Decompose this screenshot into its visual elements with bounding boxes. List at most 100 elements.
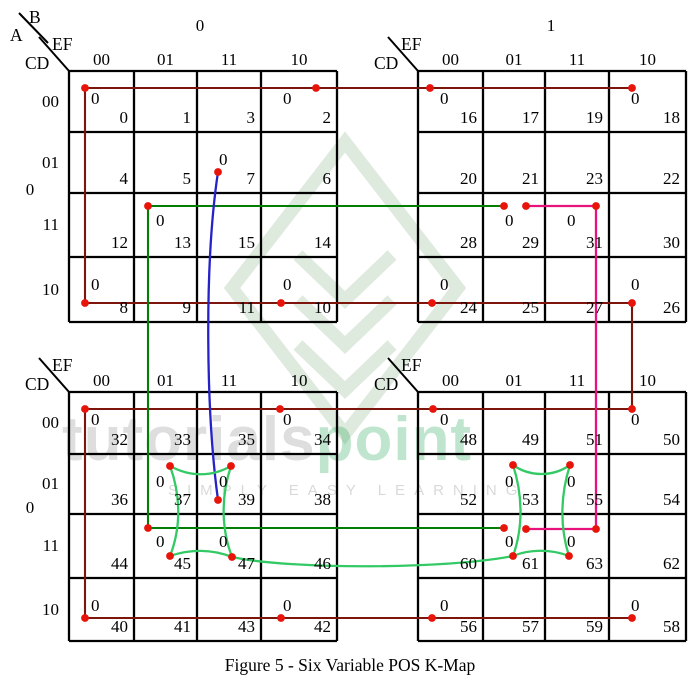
cell-55-index: 55: [586, 490, 603, 509]
col-header-10: 10: [639, 371, 656, 390]
cell-marker-dot: [144, 202, 152, 210]
col-header-00: 00: [93, 371, 110, 390]
cell-58-zero: 0: [631, 596, 640, 615]
col-header-11: 11: [220, 50, 238, 69]
cell-26-index: 26: [663, 298, 680, 317]
cell-2-zero: 0: [283, 89, 292, 108]
col-header-01: 01: [157, 371, 174, 390]
cell-32-zero: 0: [91, 410, 100, 429]
cell-45-zero: 0: [156, 532, 165, 551]
cell-18-zero: 0: [631, 89, 640, 108]
cell-9-index: 9: [182, 298, 192, 317]
cell-50-zero: 0: [631, 410, 640, 429]
cell-19-index: 19: [586, 108, 603, 127]
watermark-text-green: point: [315, 405, 473, 474]
cell-63-zero: 0: [567, 532, 576, 551]
col-header-11: 11: [220, 371, 238, 390]
cell-61-index: 61: [522, 554, 539, 573]
cell-31-zero: 0: [567, 211, 576, 230]
cell-10-index: 10: [314, 298, 331, 317]
row-header-10: 10: [42, 599, 59, 619]
ef-label: EF: [52, 355, 73, 375]
cell-10-zero: 0: [283, 275, 292, 294]
col-header-01: 01: [505, 50, 523, 69]
group-label-a-bottom: 0: [25, 498, 35, 517]
cell-56-zero: 0: [440, 596, 449, 615]
cell-53-zero: 0: [505, 472, 514, 491]
col-header-00: 00: [442, 371, 459, 390]
cell-47-zero: 0: [219, 532, 228, 551]
cell-marker-dot: [628, 84, 636, 92]
cell-marker-dot: [227, 462, 235, 470]
cell-58-index: 58: [663, 617, 680, 636]
figure-caption: Figure 5 - Six Variable POS K-Map: [224, 655, 476, 675]
cell-26-zero: 0: [631, 275, 640, 294]
cell-33-index: 33: [174, 430, 191, 449]
cell-61-zero: 0: [505, 532, 514, 551]
watermark-text-gray: tutorials: [62, 405, 316, 474]
watermark-text: tutorialspoint: [62, 404, 472, 475]
cell-marker-dot: [565, 552, 573, 560]
cell-28-index: 28: [460, 233, 477, 252]
cell-14-index: 14: [314, 233, 331, 252]
row-header-10: 10: [42, 279, 59, 299]
cell-29-index: 29: [522, 233, 539, 252]
cell-27-index: 27: [586, 298, 603, 317]
cell-marker-dot: [500, 524, 508, 532]
cell-39-zero: 0: [219, 472, 228, 491]
cell-marker-dot: [276, 405, 284, 413]
cell-60-index: 60: [460, 554, 477, 573]
cell-30-index: 30: [663, 233, 680, 252]
cell-marker-dot: [166, 552, 174, 560]
cell-45-index: 45: [174, 554, 191, 573]
cell-47-index: 47: [238, 554, 255, 573]
cd-label: CD: [374, 374, 399, 394]
group-label-b0: 0: [195, 16, 205, 35]
group-path-pink: [524, 204, 598, 531]
cell-24-index: 24: [460, 298, 477, 317]
cell-marker-dot: [428, 614, 436, 622]
cell-31-index: 31: [586, 233, 603, 252]
cell-42-zero: 0: [283, 596, 292, 615]
cell-marker-dot: [628, 405, 636, 413]
cell-marker-dot: [277, 299, 285, 307]
cell-marker-dot: [81, 405, 89, 413]
kmap-grid-bottom-left: [67, 390, 339, 643]
cell-marker-dot: [566, 461, 574, 469]
cell-marker-dot: [277, 614, 285, 622]
cell-29-zero: 0: [505, 211, 514, 230]
cell-52-index: 52: [460, 490, 477, 509]
col-header-00: 00: [442, 50, 459, 69]
col-header-11: 11: [568, 50, 586, 69]
cell-43-index: 43: [238, 617, 255, 636]
cell-marker-dot: [166, 462, 174, 470]
cell-marker-dot: [509, 552, 517, 560]
group-path-light_green: [168, 463, 572, 568]
group-label-b1: 1: [546, 16, 556, 35]
cell-marker-dot: [628, 614, 636, 622]
col-header-01: 01: [505, 371, 523, 390]
cell-8-zero: 0: [91, 275, 100, 294]
cell-marker-dot: [522, 202, 530, 210]
cell-25-index: 25: [522, 298, 539, 317]
cell-17-index: 17: [522, 108, 539, 127]
cell-18-index: 18: [663, 108, 680, 127]
axis-diagonal-bottom-right: [387, 357, 419, 393]
cell-38-index: 38: [314, 490, 331, 509]
cell-marker-dot: [509, 461, 517, 469]
cell-16-zero: 0: [440, 89, 449, 108]
cell-marker-dot: [81, 84, 89, 92]
cell-57-index: 57: [522, 617, 539, 636]
cell-34-zero: 0: [283, 410, 292, 429]
cell-marker-dot: [428, 299, 436, 307]
cell-11-index: 11: [238, 298, 255, 317]
cell-marker-dot: [312, 84, 320, 92]
cell-46-index: 46: [314, 554, 331, 573]
cell-marker-dot: [429, 405, 437, 413]
cell-48-index: 48: [460, 430, 477, 449]
cell-13-zero: 0: [156, 211, 165, 230]
watermark-tagline: SIMPLY EASY LEARNING: [168, 482, 527, 499]
cell-12-index: 12: [111, 233, 128, 252]
cell-7-zero: 0: [219, 150, 228, 169]
